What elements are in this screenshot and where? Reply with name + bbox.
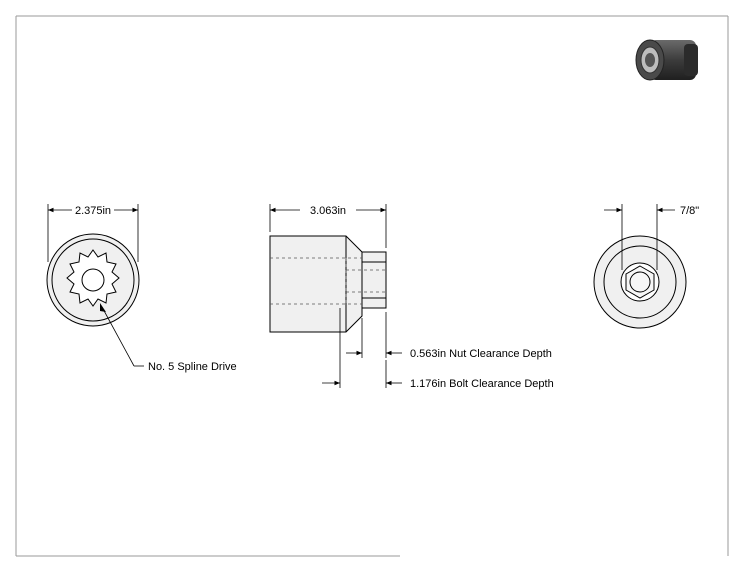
back-view-dimension [604,204,675,270]
nut-clearance-label: 0.563in Nut Clearance Depth [410,348,552,360]
back-view-dimension-label: 7/8" [680,205,699,217]
nut-clearance-dimension [346,312,402,358]
side-view [269,235,387,333]
bolt-clearance-dimension [322,308,402,388]
spline-callout-leader [100,303,144,367]
spline-profile [66,249,120,307]
hex-bolt-icon [625,265,655,299]
spline-socket-render-icon [635,39,698,81]
back-view [593,235,687,329]
side-view-hidden-lines [270,257,386,305]
end-view-dimension-label: 2.375in [75,205,111,217]
bolt-clearance-label: 1.176in Bolt Clearance Depth [410,378,554,390]
sheet-border [15,15,729,557]
spline-callout-label: No. 5 Spline Drive [148,361,237,373]
end-view-dimension [47,204,139,262]
side-view-dimension [269,204,387,248]
side-view-dimension-label: 3.063in [310,205,346,217]
end-view [46,233,140,327]
